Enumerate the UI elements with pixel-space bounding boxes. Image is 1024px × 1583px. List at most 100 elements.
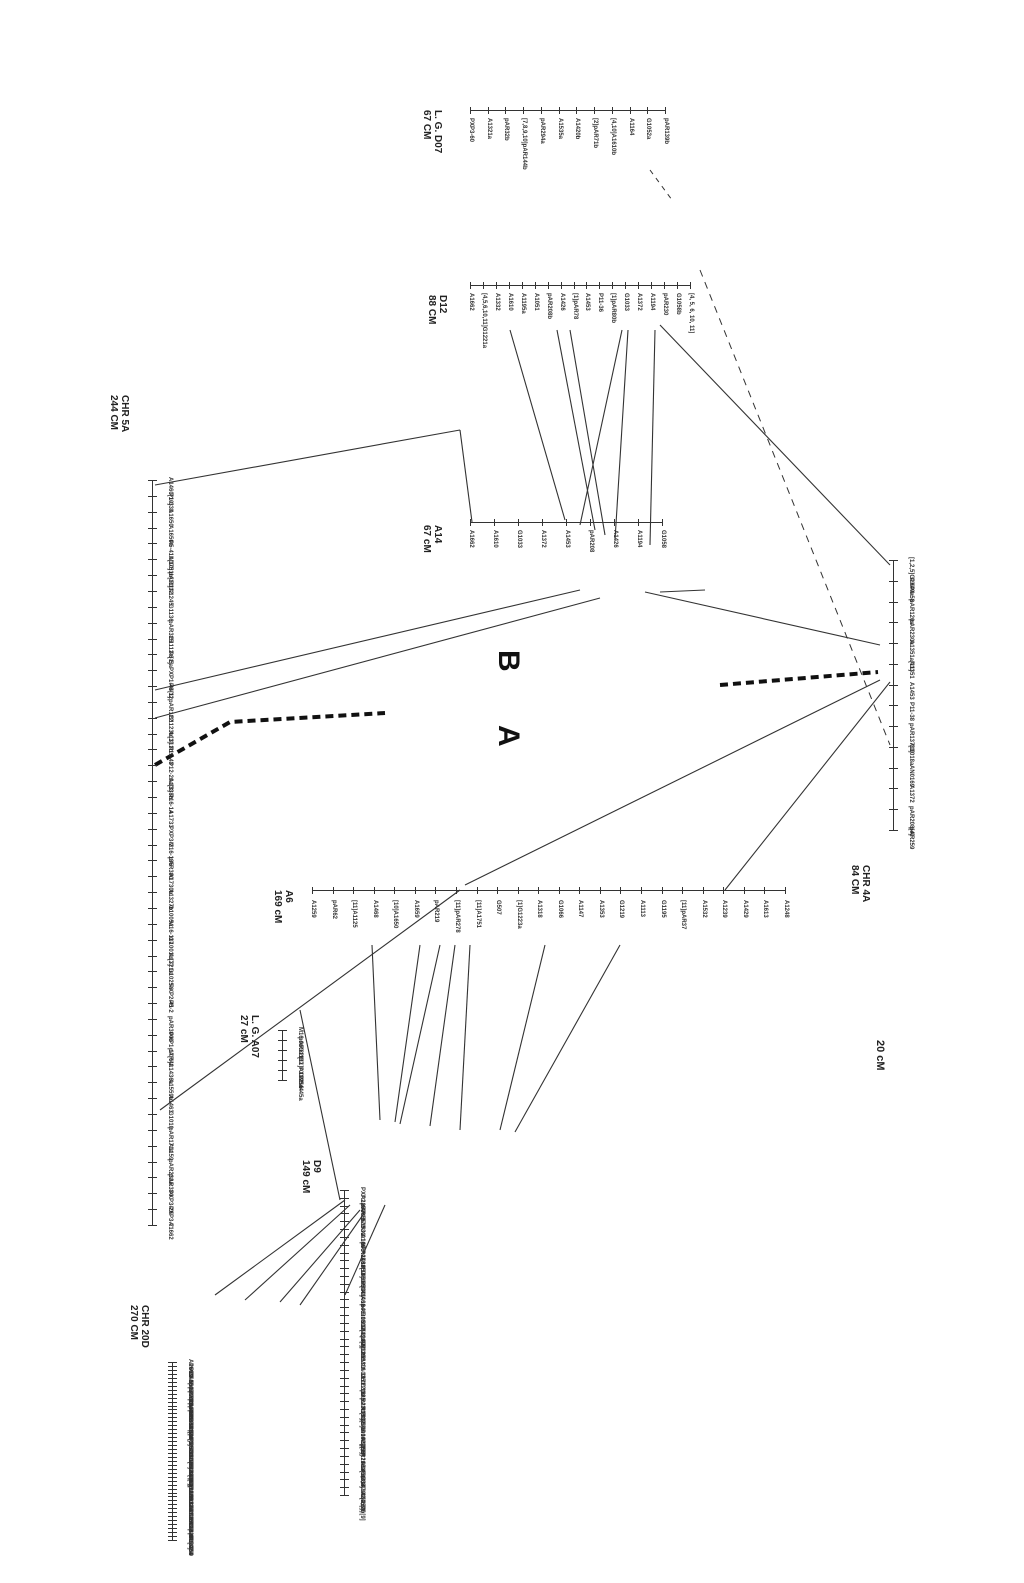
marker-tick [340, 1283, 349, 1285]
chromosome-axis [282, 1030, 283, 1080]
connector-line [459, 944, 471, 1131]
marker-tick [889, 580, 898, 582]
marker-label: G1058 [660, 530, 666, 549]
marker-tick [168, 1488, 177, 1490]
group-name: A14 [432, 525, 443, 544]
marker-label: pAR208 [588, 530, 594, 553]
marker-label: A1164 [627, 118, 634, 136]
marker-tick [148, 1082, 157, 1084]
marker-tick [340, 1190, 349, 1191]
marker-label: A1662 [468, 293, 474, 311]
marker-tick [148, 638, 157, 640]
marker-label: A1351 [908, 660, 914, 679]
marker-label: pAR230 [662, 293, 669, 316]
marker-tick [594, 107, 596, 114]
marker-tick [168, 1540, 177, 1541]
marker-tick [168, 1389, 177, 1391]
marker-tick [889, 684, 898, 686]
marker-label: M16-45a [297, 1077, 303, 1101]
marker-tick [148, 527, 157, 529]
marker-tick [743, 887, 745, 894]
marker-tick [470, 519, 471, 526]
marker-tick [148, 955, 157, 957]
marker-tick [168, 1369, 177, 1371]
marker-tick [168, 1452, 177, 1454]
marker-tick [620, 887, 622, 894]
chromosome-axis [152, 480, 153, 1225]
marker-tick [168, 1492, 177, 1494]
marker-tick [148, 654, 157, 656]
marker-tick [599, 887, 601, 894]
marker-tick [168, 1500, 177, 1502]
marker-label: A1610 [506, 293, 513, 311]
marker-tick [148, 749, 157, 751]
marker-tick [340, 1213, 349, 1215]
marker-tick [278, 1070, 287, 1071]
marker-label: A1332 [493, 293, 500, 311]
connector-line [399, 944, 441, 1125]
marker-label: A1610 [492, 530, 498, 548]
marker-label: P11-38 [908, 702, 914, 722]
marker-tick [148, 860, 157, 862]
marker-tick [573, 282, 575, 289]
marker-tick [629, 107, 631, 114]
marker-tick [542, 519, 543, 526]
marker-label: A1659 [412, 900, 419, 918]
marker-tick [168, 1437, 177, 1439]
connector-line [394, 944, 421, 1123]
marker-tick [168, 1429, 177, 1431]
marker-tick [494, 519, 495, 526]
marker-tick [168, 1528, 177, 1530]
group-length: 244 CM [108, 395, 119, 431]
marker-tick [168, 1433, 177, 1435]
marker-tick [625, 282, 627, 289]
marker-label: P6-12 [167, 683, 173, 700]
marker-tick [521, 282, 523, 289]
connector-line [244, 1204, 351, 1301]
marker-tick [168, 1532, 177, 1534]
marker-label: A1372 [636, 293, 643, 311]
marker-tick [455, 887, 457, 894]
connector-line [299, 1009, 341, 1201]
marker-tick [340, 1408, 349, 1410]
marker-tick [168, 1449, 177, 1451]
marker-tick [168, 1516, 177, 1518]
marker-tick [764, 887, 766, 894]
group-length: 67 cM [421, 525, 432, 553]
marker-tick [148, 575, 157, 577]
heavy-dashed-connector [719, 670, 879, 687]
marker-tick [168, 1421, 177, 1423]
marker-label: P6-5a [167, 651, 173, 668]
marker-tick [168, 1445, 177, 1447]
marker-tick [168, 1385, 177, 1387]
marker-label: A1194 [636, 530, 642, 548]
connector-line [514, 944, 621, 1133]
group-name: A6 [283, 890, 294, 903]
marker-tick [560, 282, 562, 289]
marker-label: G1052a [645, 118, 652, 140]
marker-tick [168, 1508, 177, 1510]
marker-tick [340, 1432, 349, 1434]
marker-label: A1113 [639, 900, 646, 918]
marker-tick [889, 726, 898, 728]
marker-tick [889, 705, 898, 707]
marker-tick [340, 1322, 349, 1324]
marker-tick [889, 663, 898, 665]
marker-tick [340, 1229, 349, 1231]
group-length: 27 cM [238, 1015, 249, 1043]
marker-tick [586, 282, 588, 289]
marker-tick [148, 1050, 157, 1052]
connector-line [214, 1199, 346, 1296]
group-length: 84 CM [849, 865, 860, 895]
marker-tick [332, 887, 334, 894]
chromosome-axis [893, 560, 894, 830]
marker-tick [476, 887, 478, 894]
marker-label: G507 [495, 900, 502, 915]
marker-tick [168, 1456, 177, 1458]
marker-tick [518, 519, 519, 526]
connector-line [371, 944, 381, 1121]
marker-tick [889, 601, 898, 603]
